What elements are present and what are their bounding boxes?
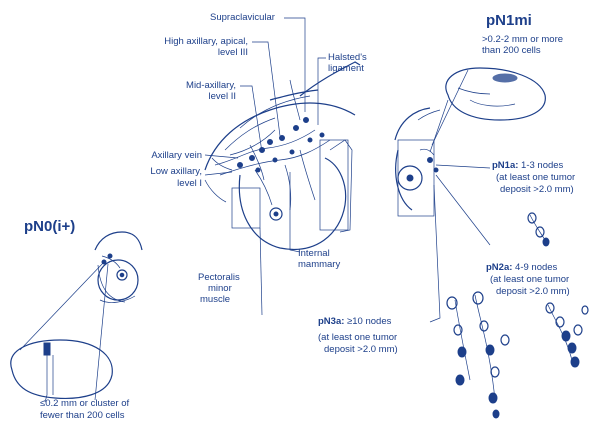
label-mid-axillary: Mid-axillary, <box>130 80 236 91</box>
label-supraclavicular: Supraclavicular <box>210 12 275 23</box>
label-pectoralis: Pectoralis <box>198 272 240 283</box>
label-internal-mammary: Internal <box>298 248 330 259</box>
label-pectoralis-3: muscle <box>200 294 230 305</box>
pn1a-node-chain <box>528 213 549 246</box>
pn0-title: pN0(i+) <box>24 218 75 235</box>
pn1mi-line2: than 200 cells <box>482 45 541 56</box>
pn3a-line1: ≥10 nodes <box>347 316 391 327</box>
pn2a-line1: 4-9 nodes <box>515 262 557 273</box>
label-low-axillary-level: level I <box>100 178 202 189</box>
pn1mi-node-illustration <box>430 68 545 152</box>
pn3a-label: pN3a: ≥10 nodes <box>318 316 391 327</box>
label-pectoralis-2: minor <box>208 283 232 294</box>
label-internal-mammary-2: mammary <box>298 259 340 270</box>
right-breast-figure <box>395 108 440 216</box>
left-breast-figure <box>20 232 142 400</box>
pn1mi-title: pN1mi <box>486 12 532 29</box>
pn1mi-line1: >0.2-2 mm or more <box>482 34 563 45</box>
label-low-axillary: Low axillary, <box>100 166 202 177</box>
label-high-axillary-level: level III <box>120 47 248 58</box>
pn1a-label: pN1a: 1-3 nodes <box>492 160 563 171</box>
pn0-line2: fewer than 200 cells <box>40 410 125 421</box>
pn3a-line2: (at least one tumor <box>318 332 397 343</box>
pn1a-line3: deposit >2.0 mm) <box>500 184 574 195</box>
pn0-line1: ≤0.2 mm or cluster of <box>40 398 129 409</box>
pn0-node-illustration <box>11 340 112 402</box>
pn1a-line2: (at least one tumor <box>496 172 575 183</box>
label-axillary-vein: Axillary vein <box>100 150 202 161</box>
label-halsteds-2: ligament <box>328 63 364 74</box>
pn3a-line3: deposit >2.0 mm) <box>324 344 398 355</box>
pn2a-node-chain <box>546 303 588 367</box>
label-high-axillary: High axillary, apical, <box>120 36 248 47</box>
pn2a-line2: (at least one tumor <box>490 274 569 285</box>
pn1a-code: pN1a: <box>492 160 518 171</box>
pn3a-node-chain <box>447 292 509 418</box>
label-halsteds: Halsted's <box>328 52 367 63</box>
pn1a-line1: 1-3 nodes <box>521 160 563 171</box>
pn2a-code: pN2a: <box>486 262 512 273</box>
right-leader-lines <box>430 165 490 322</box>
pn2a-label: pN2a: 4-9 nodes <box>486 262 557 273</box>
pn3a-code: pN3a: <box>318 316 344 327</box>
pn2a-line3: deposit >2.0 mm) <box>496 286 570 297</box>
label-mid-axillary-level: level II <box>130 91 236 102</box>
